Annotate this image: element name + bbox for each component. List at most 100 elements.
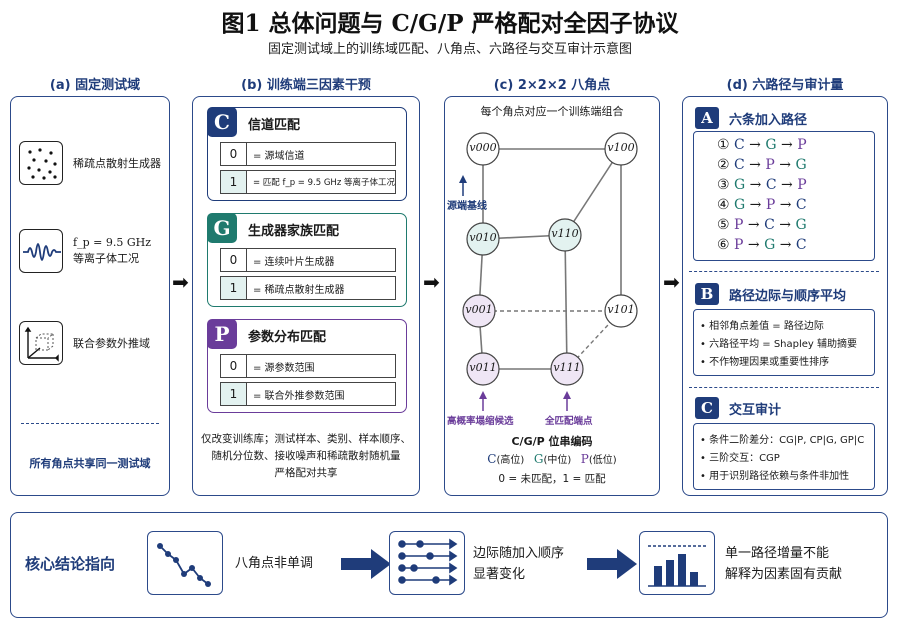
encoding-legend: 0 = 未匹配，1 = 匹配 xyxy=(498,473,606,485)
joint-param-label: 联合参数外推域 xyxy=(73,337,150,350)
arrow-right-icon: → xyxy=(744,157,766,173)
card-p-option-1: 1 = 联合外推参数范围 xyxy=(220,382,396,406)
label-source-baseline: 源端基线 xyxy=(447,201,487,212)
panel-d: A 六条加入路径 ① C → G → P ② C → P → G ③ G → C →… xyxy=(682,96,888,496)
section-c-bullets: • 条件二阶差分：CG|P, CP|G, GP|C • 三阶交互：CGP • 用… xyxy=(693,423,875,490)
arrow-right-icon: → xyxy=(743,217,765,233)
section-b-head: B 路径边际与顺序平均 xyxy=(695,283,846,305)
arrow-right-icon: → xyxy=(743,237,765,253)
fp-value-label: f_p = 9.5 GHz xyxy=(73,236,151,249)
path-factor: C xyxy=(734,137,745,153)
enc-g: G xyxy=(533,452,544,466)
cube-diagram xyxy=(459,132,638,411)
section-b-bullets: • 相邻角点差值 = 路径边际 • 六路径平均 = Shapley 辅助摘要 •… xyxy=(693,309,875,376)
path-factor: P xyxy=(765,197,776,213)
path-factor: P xyxy=(734,217,744,233)
card-c-option-0: 0 = 源域信道 xyxy=(220,142,396,166)
card-g-option-0: 0 = 连续叶片生成器 xyxy=(220,248,396,272)
path-row: ③ G → C → P xyxy=(717,177,807,193)
arrow-right-icon: → xyxy=(775,197,796,213)
waveform-icon xyxy=(19,229,63,273)
arrow-right-icon: → xyxy=(776,137,798,153)
enc-p-note: (低位) xyxy=(588,455,617,466)
bottom-text-2: 边际随加入顺序 显著变化 xyxy=(473,543,564,585)
panel-c: 每个角点对应一个训练端组合 xyxy=(444,96,660,496)
path-factor: G xyxy=(765,137,777,153)
arrow-a-to-b: ➡ xyxy=(172,270,189,294)
scatter-dots-icon xyxy=(19,141,63,185)
card-c-option-0-label: = 源域信道 xyxy=(253,150,305,162)
path-number: ① xyxy=(717,137,735,153)
path-factor: C xyxy=(734,157,745,173)
panel-b-footer-line3: 严格配对共享 xyxy=(274,467,338,479)
card-channel-match: C 信道匹配 0 = 源域信道 1 = 匹配 f_p = 9.5 GHz 等离子… xyxy=(207,107,407,201)
enc-c: C xyxy=(487,452,497,466)
node-v011: v011 xyxy=(469,361,497,374)
path-row: ④ G → P → C xyxy=(717,197,807,213)
path-factor: C xyxy=(795,237,807,253)
bit-0: 0 xyxy=(221,355,247,377)
bullet-c3: • 用于识别路径依赖与条件非加性 xyxy=(700,471,850,482)
joint-param-item: 联合参数外推域 xyxy=(19,321,150,365)
card-p-option-0-label: = 源参数范围 xyxy=(253,362,315,374)
panel-d-heading: (d) 六路径与审计量 xyxy=(726,78,844,93)
card-g-option-0-label: = 连续叶片生成器 xyxy=(253,256,335,268)
bit-0: 0 xyxy=(221,143,247,165)
bullet-b1-text: 相邻角点差值 = 路径边际 xyxy=(709,321,824,332)
node-v101: v101 xyxy=(607,303,635,316)
sparse-scatter-item: 稀疏点散射生成器 xyxy=(19,141,161,185)
paths-box xyxy=(693,131,875,261)
bullet-b2: • 六路径平均 = Shapley 辅助摘要 xyxy=(700,339,858,350)
path-number: ④ xyxy=(717,197,735,213)
card-p-option-0: 0 = 源参数范围 xyxy=(220,354,396,378)
node-v001: v001 xyxy=(465,303,493,316)
bottom-text-2-line2: 显著变化 xyxy=(473,567,526,582)
section-a-title: 六条加入路径 xyxy=(729,112,808,128)
badge-c: C xyxy=(207,107,237,137)
panel-a-divider xyxy=(21,423,159,424)
path-factor: G xyxy=(734,197,746,213)
arrow-right-icon: → xyxy=(744,137,766,153)
arrow-c-to-d: ➡ xyxy=(663,270,680,294)
plasma-item: f_p = 9.5 GHz 等离子体工况 xyxy=(19,229,151,273)
encoding-title: C/G/P 位串编码 xyxy=(511,435,593,448)
3d-axes-cube-icon xyxy=(19,321,63,365)
card-g-title: 生成器家族匹配 xyxy=(248,224,340,239)
badge-a: A xyxy=(695,107,719,129)
arrow-right-icon: → xyxy=(776,177,798,193)
node-v000: v000 xyxy=(469,141,497,154)
path-factor: P xyxy=(734,237,744,253)
badge-c-audit: C xyxy=(695,397,719,419)
panel-b-heading: (b) 训练端三因素干预 xyxy=(241,78,371,93)
panel-c-heading: (c) 2×2×2 八角点 xyxy=(493,78,611,93)
card-g-option-1-label: = 稀疏点散射生成器 xyxy=(253,284,345,296)
bullet-c2-text: 三阶交互：CGP xyxy=(709,453,780,464)
panel-b-footer: 仅改变训练库；测试样本、类别、样本顺序、 随机分位数、接收噪声和稀疏散射随机量 … xyxy=(197,431,415,482)
card-c-option-1-label: = 匹配 f_p = 9.5 GHz 等离子体工况 xyxy=(252,178,395,188)
node-v010: v010 xyxy=(469,231,497,244)
section-c-head: C 交互审计 xyxy=(695,397,781,419)
figure-title: 图1 总体问题与 C/G/P 严格配对全因子协议 xyxy=(221,10,679,37)
bottom-text-1: 八角点非单调 xyxy=(235,556,314,571)
node-v110: v110 xyxy=(551,227,579,240)
arrow-right-icon: → xyxy=(774,157,796,173)
card-generator-match: G 生成器家族匹配 0 = 连续叶片生成器 1 = 稀疏点散射生成器 xyxy=(207,213,407,307)
non-monotonic-icon xyxy=(147,531,223,595)
card-param-match: P 参数分布匹配 0 = 源参数范围 1 = 联合外推参数范围 xyxy=(207,319,407,413)
panel-b: C 信道匹配 0 = 源域信道 1 = 匹配 f_p = 9.5 GHz 等离子… xyxy=(192,96,420,496)
path-number: ③ xyxy=(717,177,735,193)
badge-g: G xyxy=(207,213,237,243)
panel-a-footer: 所有角点共享同一测试域 xyxy=(29,457,151,470)
section-b-title: 路径边际与顺序平均 xyxy=(729,288,847,304)
bottom-arrow-1 xyxy=(341,549,391,579)
path-factor: P xyxy=(765,157,775,173)
section-c-title: 交互审计 xyxy=(729,402,782,418)
bottom-text-2-line1: 边际随加入顺序 xyxy=(473,546,565,561)
path-number: ② xyxy=(717,157,735,173)
bit-1: 1 xyxy=(221,383,247,405)
bullet-b3: • 不作物理因果或重要性排序 xyxy=(700,357,830,368)
node-v100: v100 xyxy=(607,141,635,154)
enc-c-note: (高位) xyxy=(496,455,525,466)
bit-0: 0 xyxy=(221,249,247,271)
label-full-match: 全匹配端点 xyxy=(545,416,593,427)
